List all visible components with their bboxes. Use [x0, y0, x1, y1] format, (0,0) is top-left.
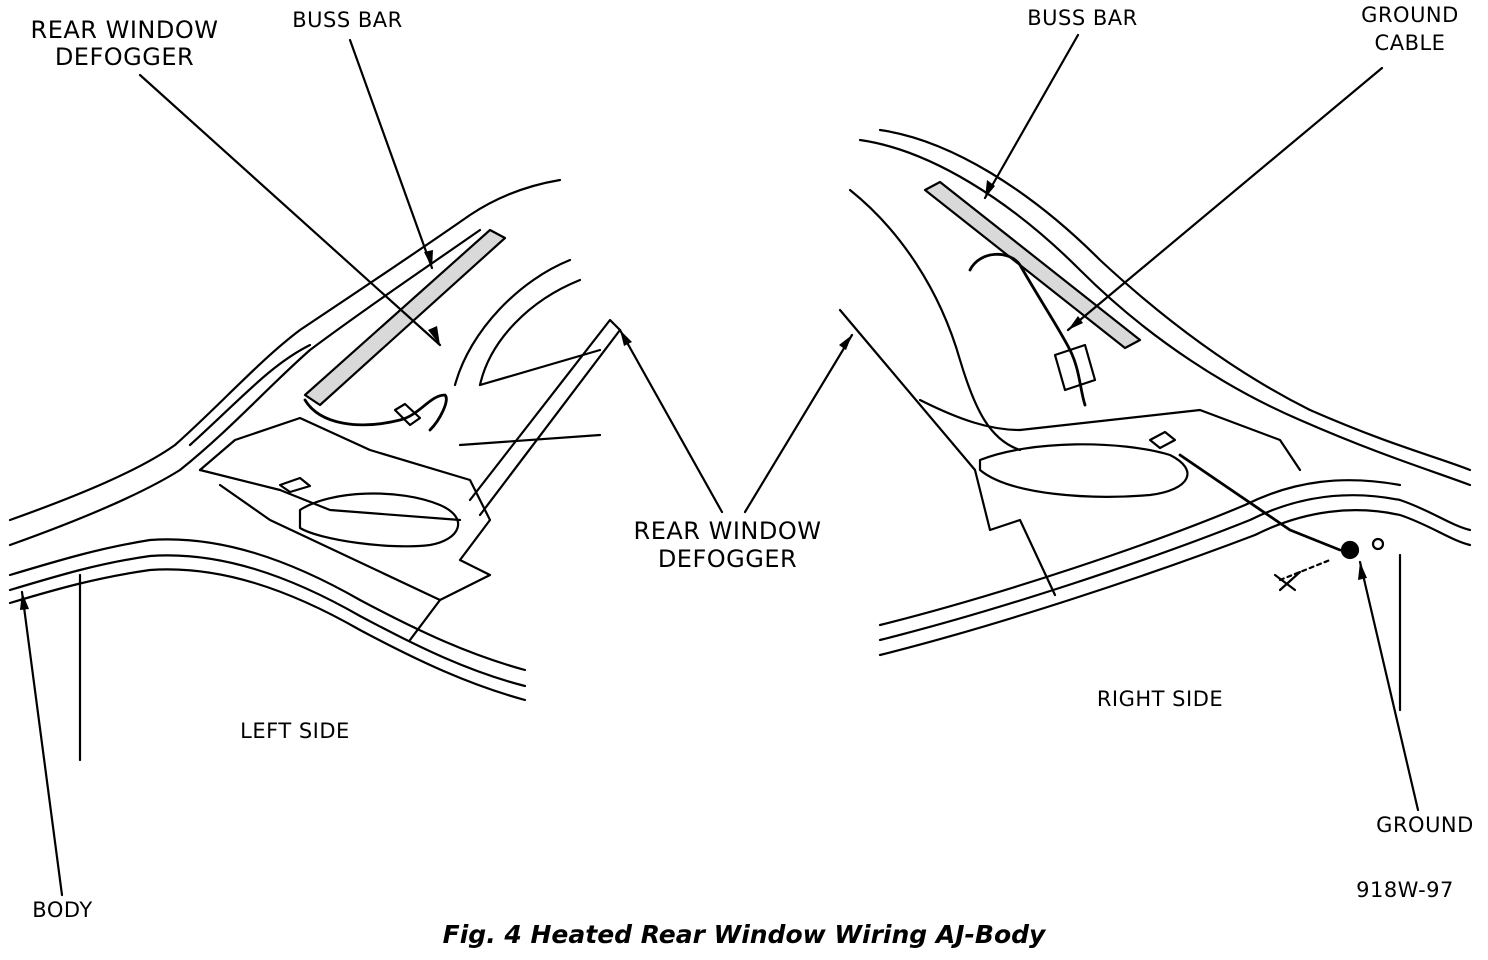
figure-caption: Fig. 4 Heated Rear Window Wiring AJ-Body: [442, 920, 1046, 949]
label-left-defogger-line2: DEFOGGER: [54, 43, 195, 71]
label-left-defogger-line1: REAR WINDOW: [30, 16, 219, 44]
label-figure-code: 918W-97: [1356, 878, 1454, 902]
arrowheads: [20, 180, 1367, 610]
label-left-side: LEFT SIDE: [240, 719, 350, 743]
label-center-defogger-line2: DEFOGGER: [657, 545, 798, 573]
leader-lines: [20, 33, 1420, 897]
label-ground-cable-line1: GROUND: [1361, 3, 1459, 27]
label-right-side: RIGHT SIDE: [1096, 687, 1224, 711]
label-center-defogger-line1: REAR WINDOW: [633, 517, 822, 545]
right-side-assembly: [838, 128, 1472, 712]
label-right-buss-bar: BUSS BAR: [1027, 6, 1138, 30]
label-ground: GROUND: [1376, 813, 1474, 837]
label-left-buss-bar: BUSS BAR: [292, 8, 403, 32]
label-ground-cable-line2: CABLE: [1374, 31, 1446, 55]
label-body: BODY: [32, 898, 93, 922]
left-side-assembly: [8, 178, 622, 762]
